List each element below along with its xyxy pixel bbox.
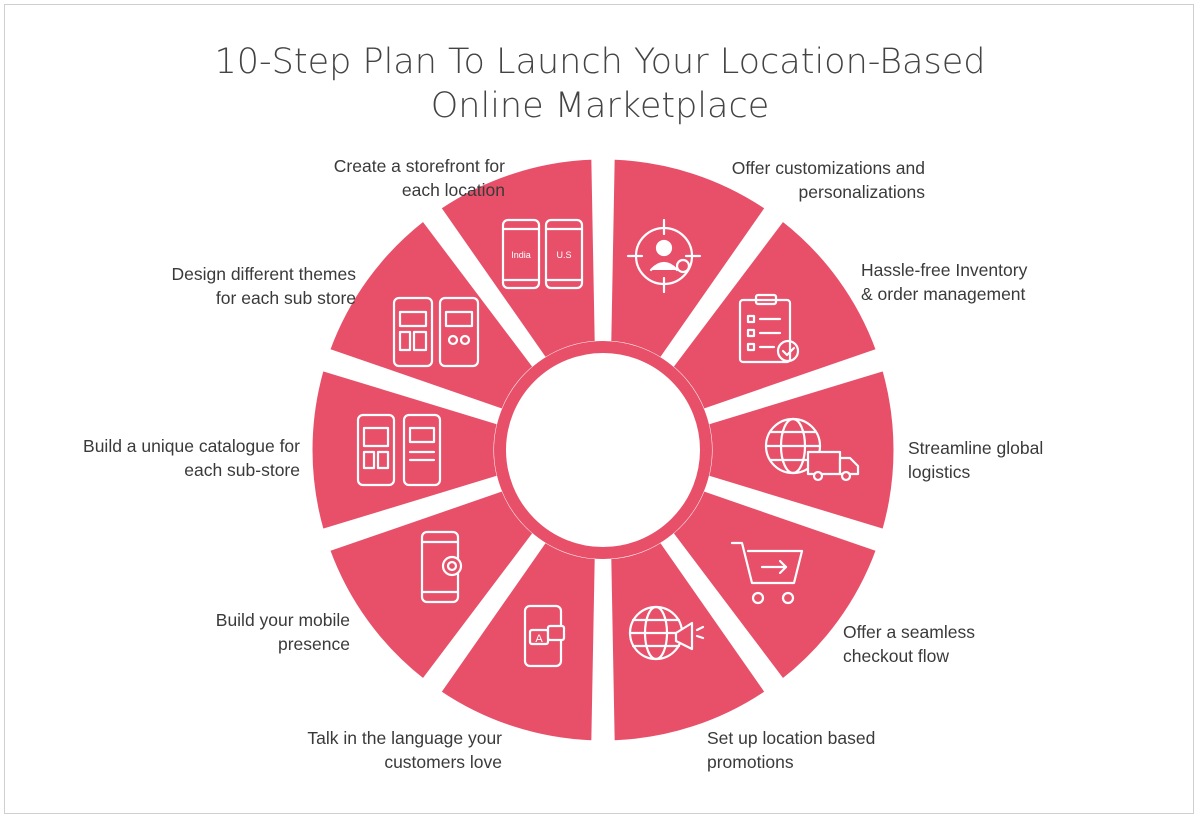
step-label-checkout: Offer a seamless checkout flow xyxy=(843,622,975,666)
step-label-storefront: Create a storefront for each location xyxy=(333,156,505,200)
phone-translate-icon: A xyxy=(523,604,566,668)
step-label-inventory: Hassle-free Inventory & order management xyxy=(861,260,1028,304)
two-phones-icon: India U.S xyxy=(501,218,584,290)
step-label-themes: Design different themes for each sub sto… xyxy=(171,264,356,308)
infographic-title: 10-Step Plan To Launch Your Location-Bas… xyxy=(0,40,1200,128)
phone-label-india: India xyxy=(511,250,531,260)
phone-label-us: U.S xyxy=(556,250,571,260)
globe-megaphone-icon xyxy=(628,605,705,661)
step-label-customizations: Offer customizations and personalization… xyxy=(731,158,925,202)
step-label-logistics: Streamline global logistics xyxy=(908,438,1044,482)
phone-gear-icon xyxy=(420,530,463,604)
phones-catalogue-icon xyxy=(356,413,442,487)
title-line-2: Online Marketplace xyxy=(430,86,770,126)
svg-text:A: A xyxy=(535,633,543,645)
target-user-icon xyxy=(626,218,702,294)
infographic-frame xyxy=(4,4,1194,814)
step-label-mobile: Build your mobile presence xyxy=(215,610,350,654)
clipboard-checklist-icon xyxy=(738,293,800,364)
cart-arrow-icon xyxy=(730,541,804,605)
step-label-language: Talk in the language your customers love xyxy=(307,728,502,772)
phones-themes-icon xyxy=(392,296,480,368)
step-label-catalogue: Build a unique catalogue for each sub-st… xyxy=(83,436,300,480)
globe-truck-icon xyxy=(764,417,860,482)
wheel-segments xyxy=(309,156,897,744)
step-label-promotions: Set up location based promotions xyxy=(707,728,876,772)
center-ring xyxy=(494,341,712,559)
title-line-1: 10-Step Plan To Launch Your Location-Bas… xyxy=(214,42,986,82)
